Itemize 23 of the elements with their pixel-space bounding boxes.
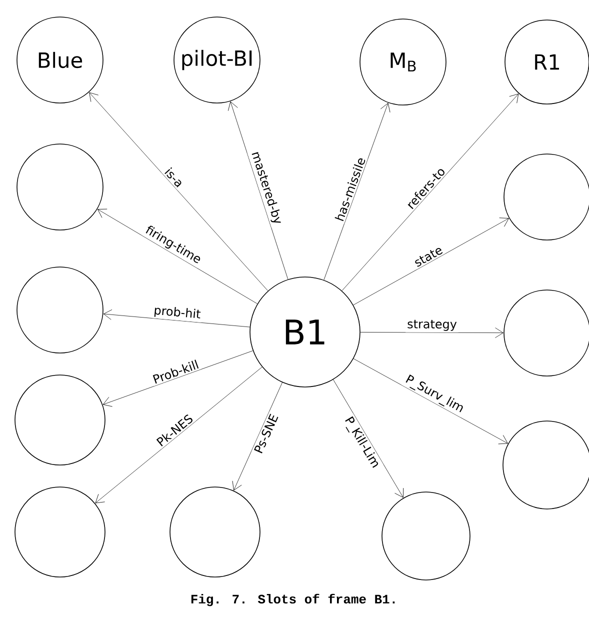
arrow xyxy=(333,379,404,498)
arrow xyxy=(360,328,504,338)
empty-circle xyxy=(16,144,104,230)
empty-circle xyxy=(382,492,470,580)
empty-circle xyxy=(16,266,104,354)
empty-circle xyxy=(170,486,260,578)
empty-circle xyxy=(14,486,106,578)
arrow xyxy=(342,94,519,291)
arrow xyxy=(102,350,254,407)
edge-label: state xyxy=(415,248,443,267)
edge-label: strategy xyxy=(408,320,457,331)
arrow xyxy=(232,382,282,490)
arrow xyxy=(324,102,390,280)
arrow xyxy=(95,366,262,504)
arrow xyxy=(97,208,258,304)
arrow xyxy=(89,92,268,292)
arrow xyxy=(353,358,508,444)
edge-label: prob-hit xyxy=(154,306,201,318)
arrow xyxy=(353,218,509,306)
figure-caption: Fig. 7. Slots of frame B1. xyxy=(191,594,395,606)
empty-circle xyxy=(14,374,106,466)
arrow xyxy=(103,309,250,328)
arrow xyxy=(228,101,288,280)
